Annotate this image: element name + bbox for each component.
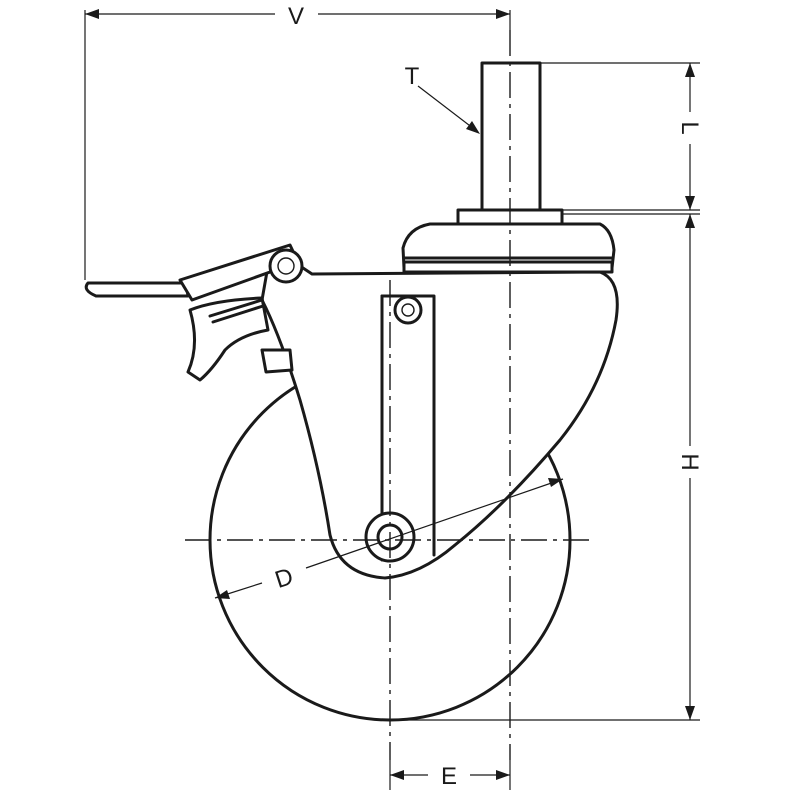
dimension-l (540, 62, 700, 211)
label-v: V (288, 3, 304, 30)
dimension-h (390, 213, 700, 721)
threaded-stem (456, 61, 564, 226)
rivet (393, 295, 423, 325)
fork-plate (380, 294, 436, 557)
dimension-t (417, 85, 480, 134)
brake-pivot (268, 248, 304, 284)
brake-lever (84, 243, 300, 382)
swivel-head (401, 222, 616, 274)
label-t: T (405, 63, 420, 90)
dimension-d (214, 478, 564, 599)
label-d: D (272, 563, 297, 594)
fork-leg (260, 264, 619, 580)
label-h: H (676, 453, 703, 470)
dimension-e (389, 760, 511, 790)
label-e: E (441, 763, 457, 790)
label-l: L (676, 121, 703, 134)
dimension-v (84, 9, 511, 280)
